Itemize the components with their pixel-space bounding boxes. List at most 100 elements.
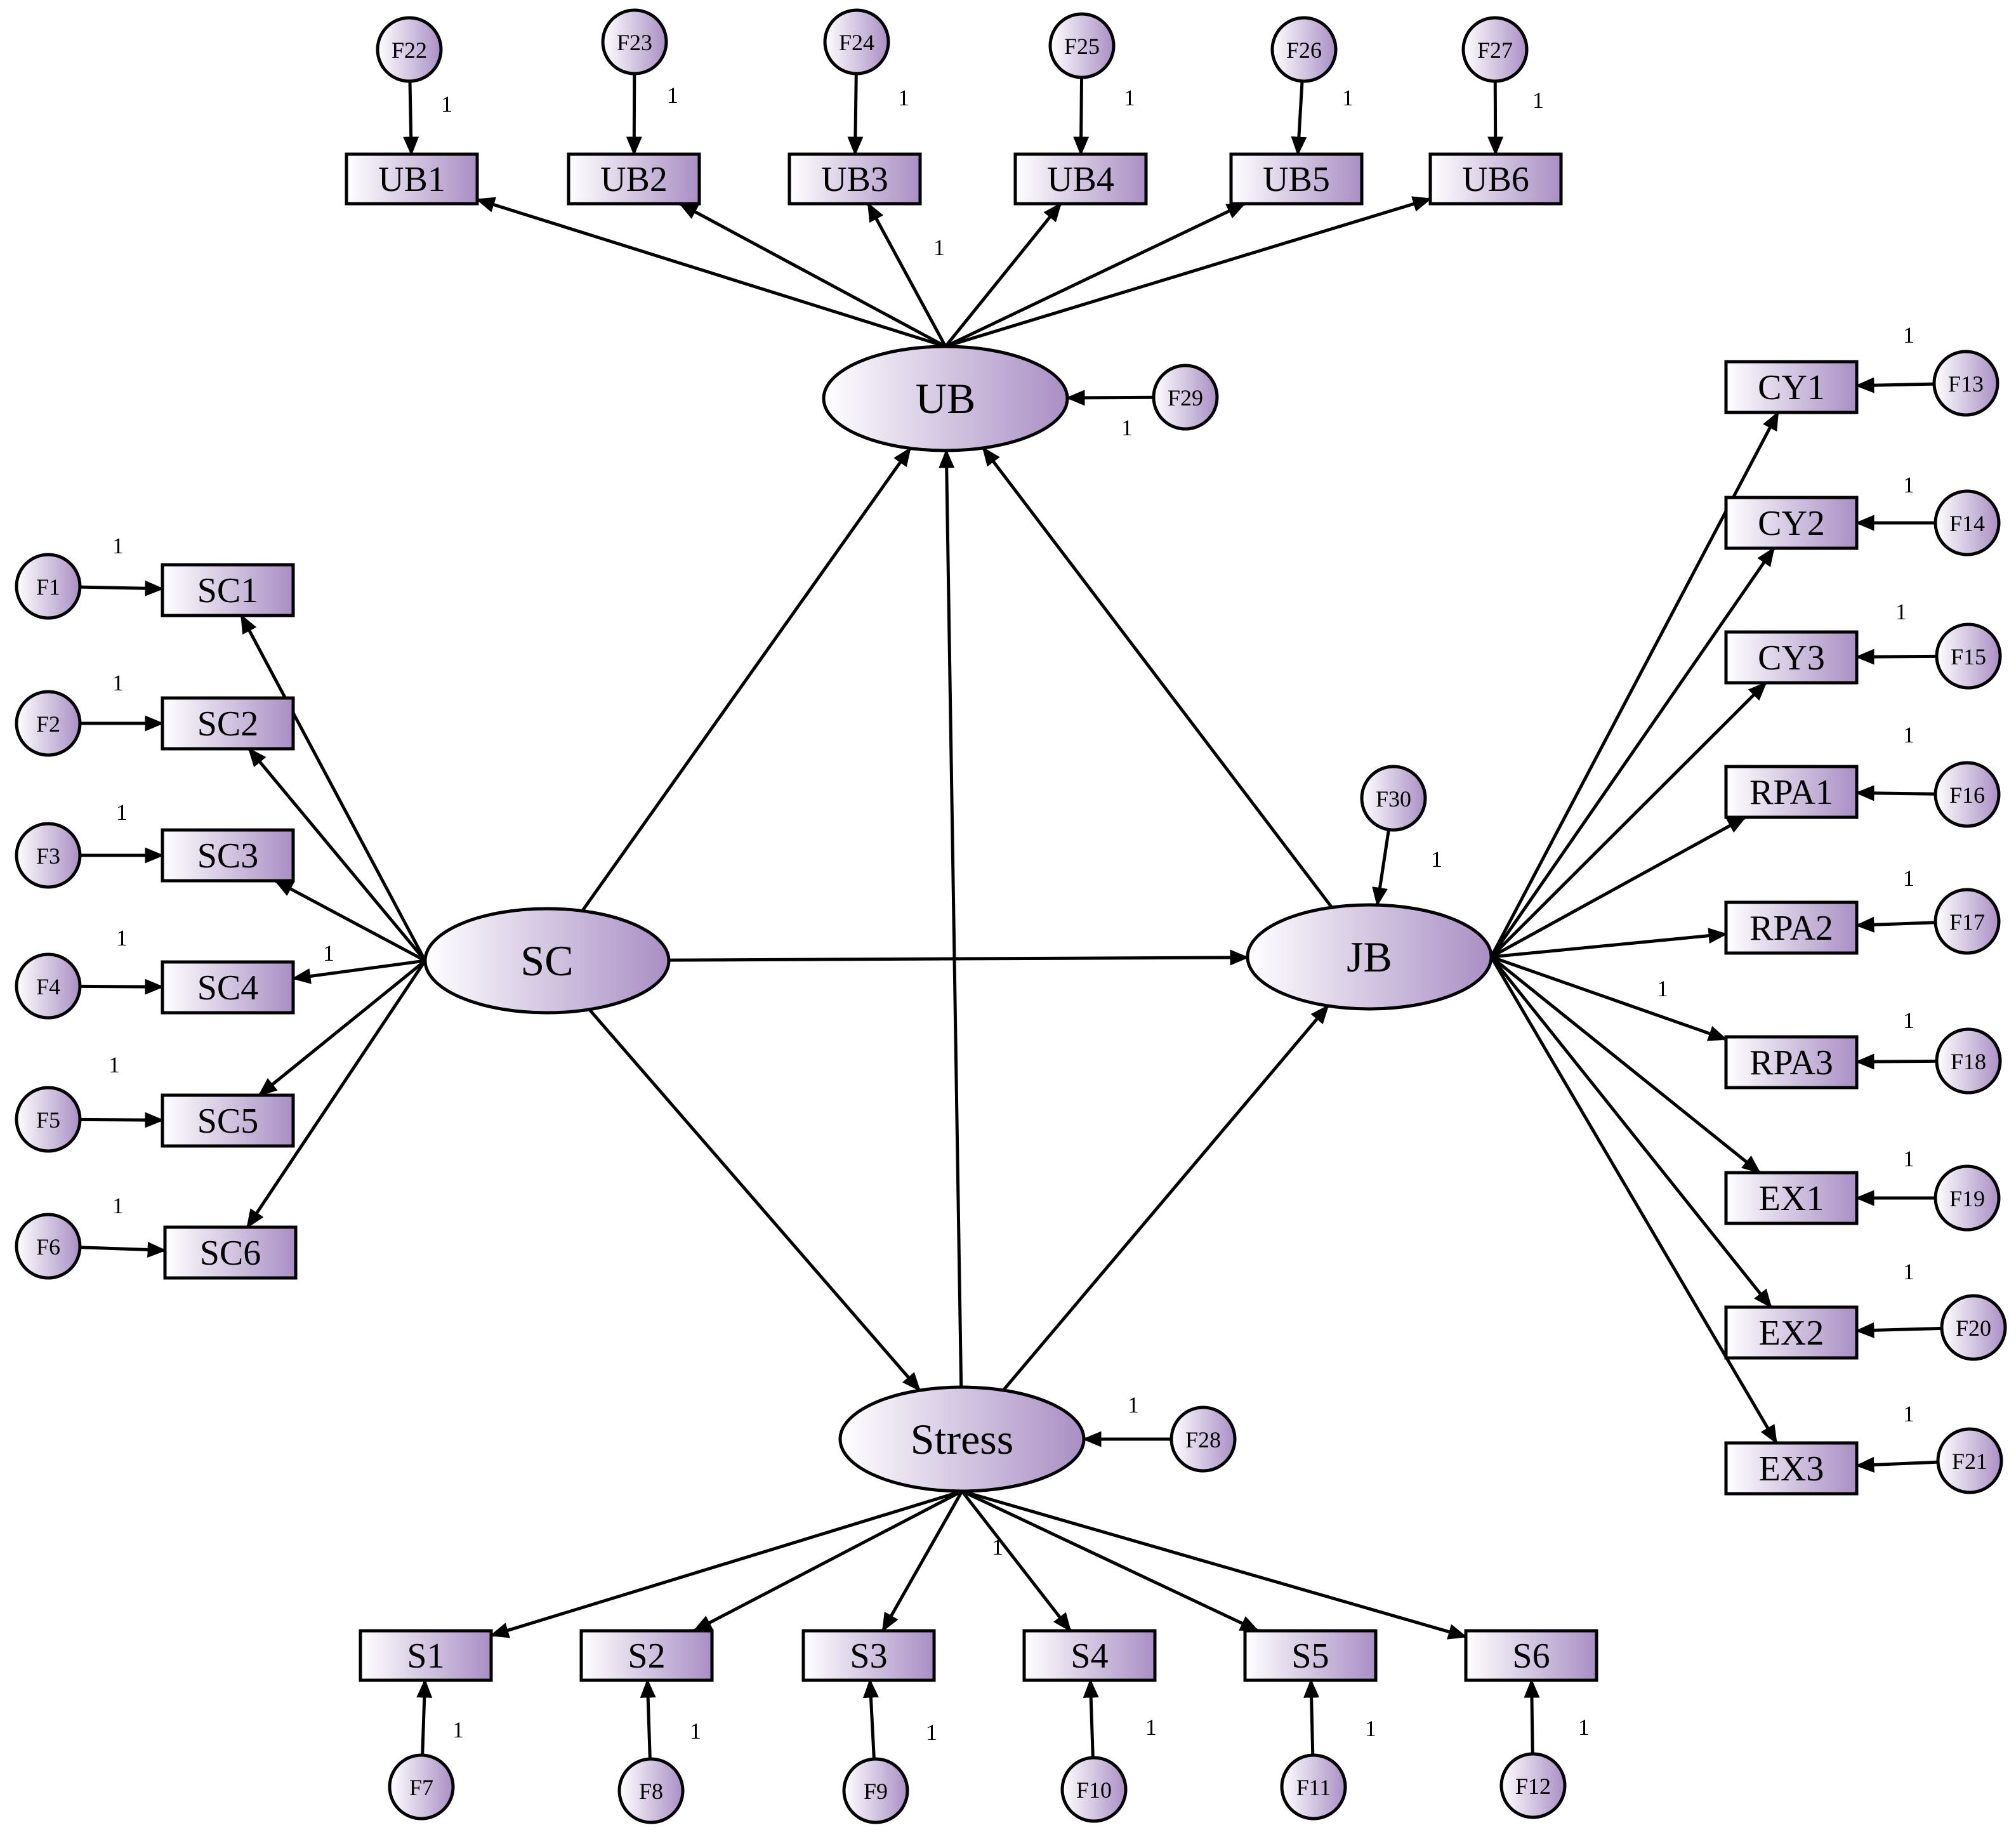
error-f13[interactable]: F13 [1932, 350, 2000, 417]
indicator-label: UB5 [1263, 160, 1330, 199]
error-f3[interactable]: F3 [15, 822, 82, 889]
indicator-rpa3[interactable]: RPA3 [1724, 1035, 1859, 1090]
error-circle [1932, 350, 2000, 417]
error-f14[interactable]: F14 [1934, 489, 2001, 556]
indicator-ub1[interactable]: UB1 [345, 152, 479, 206]
indicator-s3[interactable]: S3 [801, 1629, 936, 1682]
error-f1[interactable]: F1 [15, 553, 82, 620]
latent-jb[interactable]: JB [1246, 903, 1493, 1011]
fixed-loading-label-f13: 1 [1903, 322, 1914, 348]
error-f15[interactable]: F15 [1935, 622, 2002, 690]
indicator-label: S3 [850, 1636, 887, 1676]
indicator-cy2[interactable]: CY2 [1724, 496, 1859, 550]
indicator-sc5[interactable]: SC5 [161, 1093, 295, 1148]
indicator-sc3[interactable]: SC3 [161, 828, 295, 883]
indicator-label: UB4 [1047, 160, 1114, 199]
indicator-ub2[interactable]: UB2 [567, 152, 701, 206]
path-sc-to-stress [588, 1008, 921, 1392]
indicator-ex1[interactable]: EX1 [1724, 1171, 1859, 1225]
indicator-s4[interactable]: S4 [1022, 1629, 1157, 1682]
indicator-label: SC3 [197, 836, 259, 876]
latent-stress[interactable]: Stress [838, 1385, 1086, 1493]
fixed-loading-label-f20: 1 [1903, 1259, 1914, 1284]
fixed-loading-label-f24: 1 [898, 85, 909, 110]
indicator-s2[interactable]: S2 [579, 1629, 714, 1682]
error-f6[interactable]: F6 [15, 1213, 82, 1280]
edges-layer [79, 73, 1942, 1760]
error-arrow-f8 [640, 1678, 656, 1760]
error-f18[interactable]: F18 [1935, 1027, 2002, 1095]
error-f21[interactable]: F21 [1936, 1427, 2003, 1494]
error-arrow-f15 [1855, 649, 1937, 665]
indicator-ex3[interactable]: EX3 [1724, 1441, 1859, 1496]
error-arrow-f1 [79, 580, 164, 596]
error-f25[interactable]: F25 [1048, 12, 1116, 79]
indicator-box [1724, 360, 1859, 414]
error-f19[interactable]: F19 [1934, 1164, 2001, 1232]
error-label: F23 [617, 30, 652, 55]
indicator-ub3[interactable]: UB3 [787, 152, 922, 206]
error-f10[interactable]: F10 [1060, 1756, 1128, 1823]
error-f16[interactable]: F16 [1934, 761, 2001, 828]
indicator-s5[interactable]: S5 [1243, 1629, 1378, 1682]
error-label: F16 [1949, 782, 1985, 808]
indicator-ub4[interactable]: UB4 [1013, 152, 1148, 206]
indicator-sc2[interactable]: SC2 [161, 696, 295, 751]
error-f27[interactable]: F27 [1461, 16, 1529, 83]
error-arrow-f16 [1855, 785, 1936, 801]
error-f23[interactable]: F23 [601, 8, 668, 76]
error-label: F2 [36, 711, 60, 737]
indicator-label: S1 [407, 1636, 444, 1676]
fixed-loading-label-f5: 1 [109, 1052, 120, 1077]
fixed-loading-label-stress: 1 [992, 1534, 1003, 1560]
indicator-ub6[interactable]: UB6 [1428, 152, 1563, 206]
error-circle [15, 1086, 82, 1153]
error-circle [1060, 1756, 1128, 1823]
loading-stress-s4 [961, 1490, 1072, 1632]
loading-ub-ub4 [944, 202, 1062, 348]
error-f24[interactable]: F24 [823, 8, 890, 76]
fixed-loading-label-f16: 1 [1903, 722, 1914, 747]
disturbance-f30[interactable]: F30 [1360, 765, 1427, 832]
indicator-ub5[interactable]: UB5 [1229, 152, 1364, 206]
error-f5[interactable]: F5 [15, 1086, 82, 1153]
error-f11[interactable]: F11 [1280, 1753, 1347, 1821]
indicator-sc1[interactable]: SC1 [161, 563, 295, 617]
indicator-box [359, 1629, 493, 1682]
error-f20[interactable]: F20 [1940, 1294, 2007, 1361]
indicator-s6[interactable]: S6 [1464, 1629, 1598, 1682]
indicator-sc6[interactable]: SC6 [163, 1225, 298, 1280]
error-circle [1934, 1164, 2001, 1232]
indicator-rpa2[interactable]: RPA2 [1724, 900, 1859, 955]
error-f26[interactable]: F26 [1270, 16, 1338, 83]
error-f12[interactable]: F12 [1499, 1752, 1567, 1819]
error-f7[interactable]: F7 [388, 1753, 455, 1821]
latent-sc[interactable]: SC [423, 907, 671, 1015]
indicator-ex2[interactable]: EX2 [1724, 1305, 1859, 1360]
error-f9[interactable]: F9 [842, 1757, 909, 1824]
indicator-box [161, 696, 295, 751]
indicator-sc4[interactable]: SC4 [161, 960, 295, 1015]
error-arrow-f17 [1855, 916, 1936, 933]
indicator-cy1[interactable]: CY1 [1724, 360, 1859, 414]
error-f2[interactable]: F2 [15, 690, 82, 757]
error-f8[interactable]: F8 [617, 1757, 685, 1824]
fixed-loading-label-f22: 1 [441, 91, 452, 117]
loading-jb-rpa1 [1490, 815, 1747, 959]
latent-ub[interactable]: UB [822, 345, 1069, 452]
indicator-box [1724, 900, 1859, 955]
indicator-box [161, 960, 295, 1015]
disturbance-f28[interactable]: F28 [1169, 1406, 1237, 1473]
indicator-s1[interactable]: S1 [359, 1629, 493, 1682]
indicator-cy3[interactable]: CY3 [1724, 630, 1859, 685]
error-f4[interactable]: F4 [15, 952, 82, 1020]
indicator-box [345, 152, 479, 206]
indicator-rpa1[interactable]: RPA1 [1724, 765, 1859, 819]
error-circle [1270, 16, 1338, 83]
error-arrow-f13 [1855, 377, 1935, 393]
disturbance-f29[interactable]: F29 [1152, 364, 1219, 431]
latent-ellipse [822, 345, 1069, 452]
indicator-box [1243, 1629, 1378, 1682]
error-f22[interactable]: F22 [376, 16, 443, 83]
error-f17[interactable]: F17 [1934, 888, 2001, 955]
